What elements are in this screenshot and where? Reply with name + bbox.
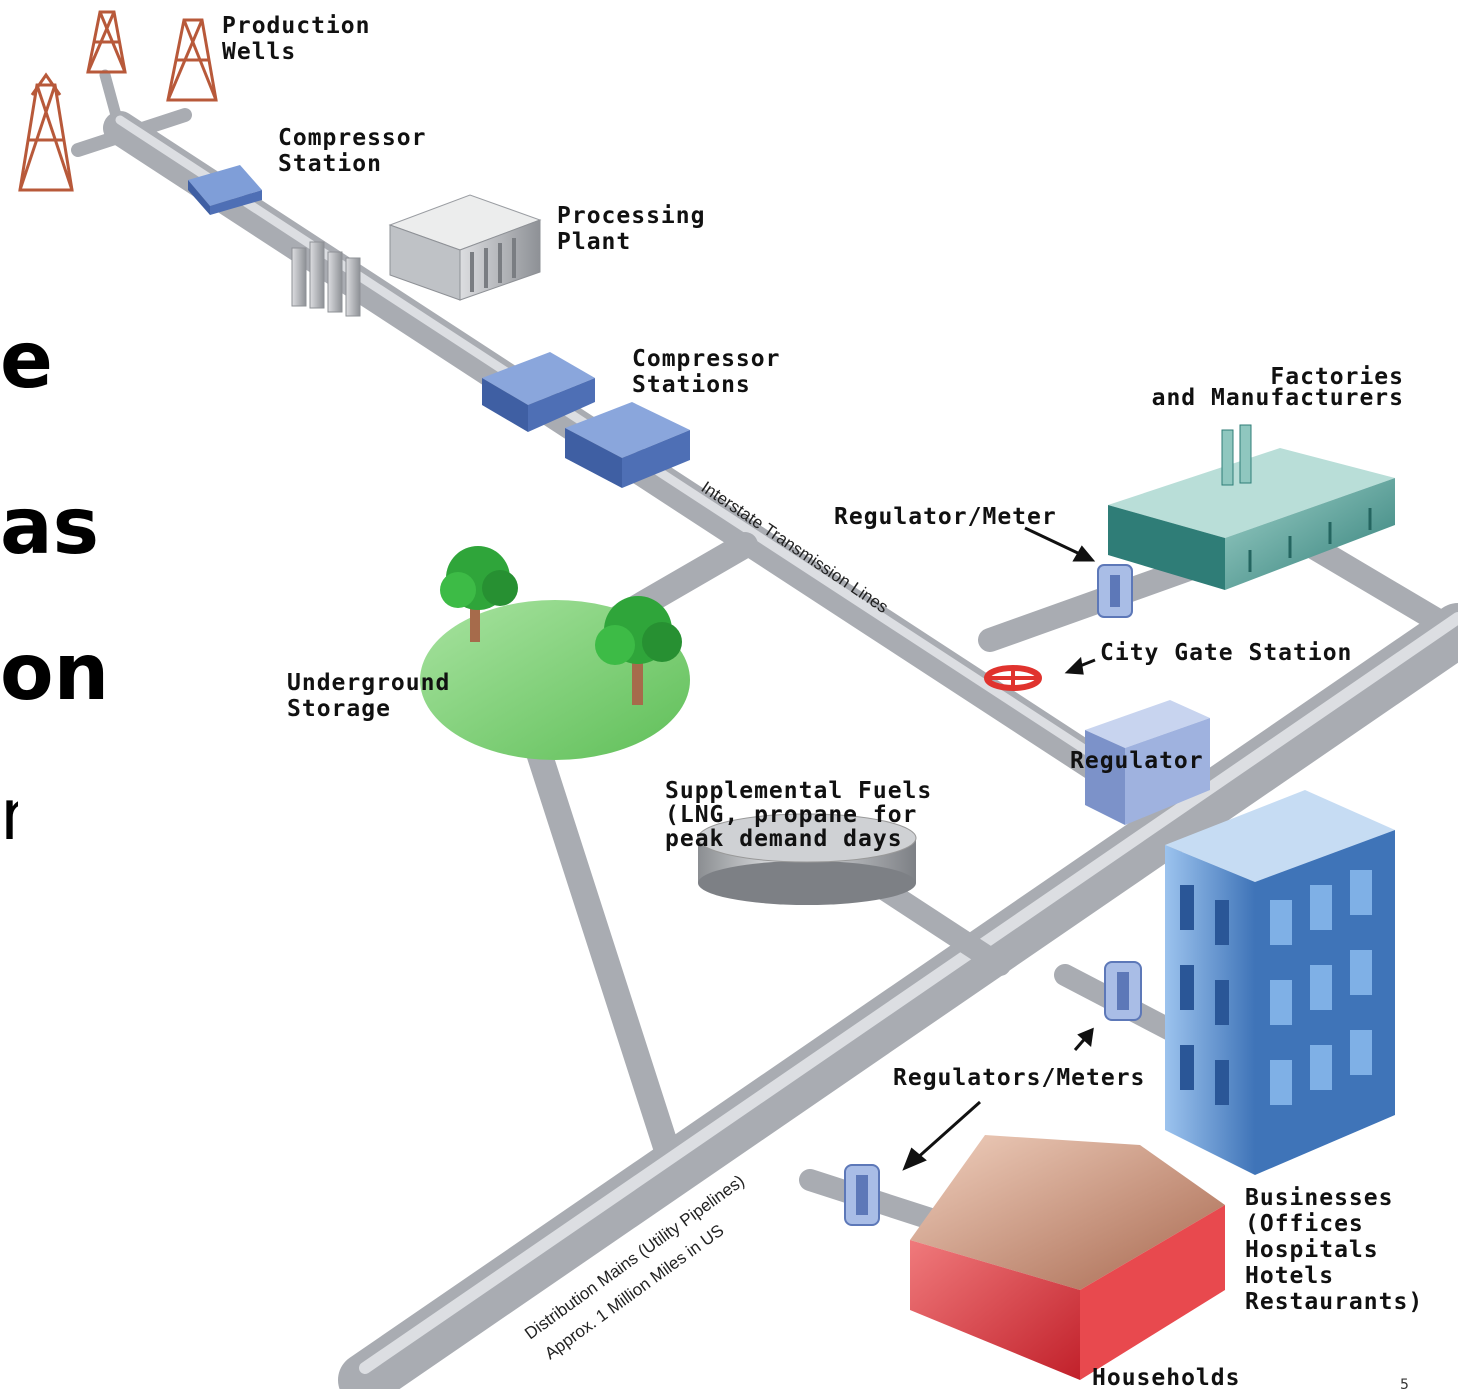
pointer-arrows — [902, 526, 1096, 1171]
production-wells-label-line1: Production — [222, 13, 370, 39]
underground-storage-label-line2: Storage — [287, 696, 391, 722]
office-building-icon — [1165, 790, 1395, 1175]
regulator-icon — [1085, 700, 1210, 825]
businesses-label-line2: (Offices — [1245, 1211, 1364, 1237]
arrow-regulators-meters-down — [914, 1100, 981, 1162]
arrow-regulator-meter — [1024, 526, 1083, 557]
compressor-stations-label-line1: Compressor — [632, 346, 780, 372]
businesses-label-line5: Restaurants) — [1245, 1289, 1423, 1315]
households-label: Households — [1092, 1365, 1240, 1389]
compressor-station-label-line1: Compressor — [278, 125, 426, 151]
slide-title-fragment-3: on — [0, 634, 105, 712]
slide-title-fragment-2: as — [0, 488, 100, 566]
tree-2-icon — [595, 596, 682, 705]
compressor-stations-icon — [482, 352, 690, 488]
supplemental-fuels-tank-icon — [697, 813, 917, 905]
businesses-label-line1: Businesses — [1245, 1185, 1393, 1211]
supplemental-fuels-label-line1: Supplemental Fuels — [665, 778, 932, 804]
storage-outlet-pipe — [517, 712, 688, 1188]
regulators-meters-label: Regulators/Meters — [893, 1065, 1145, 1091]
business-regulator-meter-icon — [1104, 961, 1142, 1021]
processing-towers — [291, 241, 361, 317]
city-gate-station-label: City Gate Station — [1100, 640, 1352, 666]
factory-loop-pipe — [1303, 536, 1458, 640]
tree-1-icon — [440, 546, 518, 642]
well-derrick-3-icon — [166, 18, 218, 102]
supplemental-fuels-label-line3: peak demand days — [665, 826, 903, 852]
production-wells — [18, 10, 218, 192]
regulator-label: Regulator — [1070, 748, 1204, 774]
city-gate-valve-icon — [984, 665, 1042, 691]
underground-storage-icon — [420, 546, 690, 760]
regulator-meter-label: Regulator/Meter — [834, 504, 1057, 530]
factory-icon — [1108, 424, 1395, 590]
compressor-station-1-icon — [188, 165, 262, 215]
factories-label-line2: and Manufacturers — [1152, 385, 1404, 411]
distribution-mains — [338, 603, 1458, 1389]
factory-regulator-meter-icon — [1097, 564, 1133, 618]
factory-stacks — [1221, 424, 1252, 486]
factory-branch-pipe — [978, 553, 1212, 652]
underground-storage-label-line1: Underground — [287, 670, 450, 696]
slide-title-fragment-1: e — [0, 322, 53, 400]
businesses-label-line4: Hotels — [1245, 1263, 1334, 1289]
businesses-label-line3: Hospitals — [1245, 1237, 1379, 1263]
production-wells-label-line2: Wells — [222, 39, 296, 65]
processing-plant-label-line2: Plant — [557, 229, 631, 255]
house-icon — [910, 1135, 1225, 1380]
processing-plant-label-line1: Processing — [557, 203, 705, 229]
household-regulator-meter-icon — [844, 1164, 880, 1226]
compressor-stations-label-line2: Stations — [632, 372, 751, 398]
building-windows — [1180, 885, 1229, 1105]
well-derrick-1-icon — [18, 72, 74, 192]
factories-label-line1: Factories — [1270, 364, 1404, 390]
well-derrick-2-icon — [86, 10, 127, 74]
compressor-station-label-line2: Station — [278, 151, 382, 177]
slide-title-fragment-4: n — [0, 780, 18, 850]
page-number: 5 — [1400, 1377, 1409, 1389]
processing-plant-icon — [291, 194, 542, 317]
supplemental-fuels-label-line2: (LNG, propane for — [665, 802, 917, 828]
